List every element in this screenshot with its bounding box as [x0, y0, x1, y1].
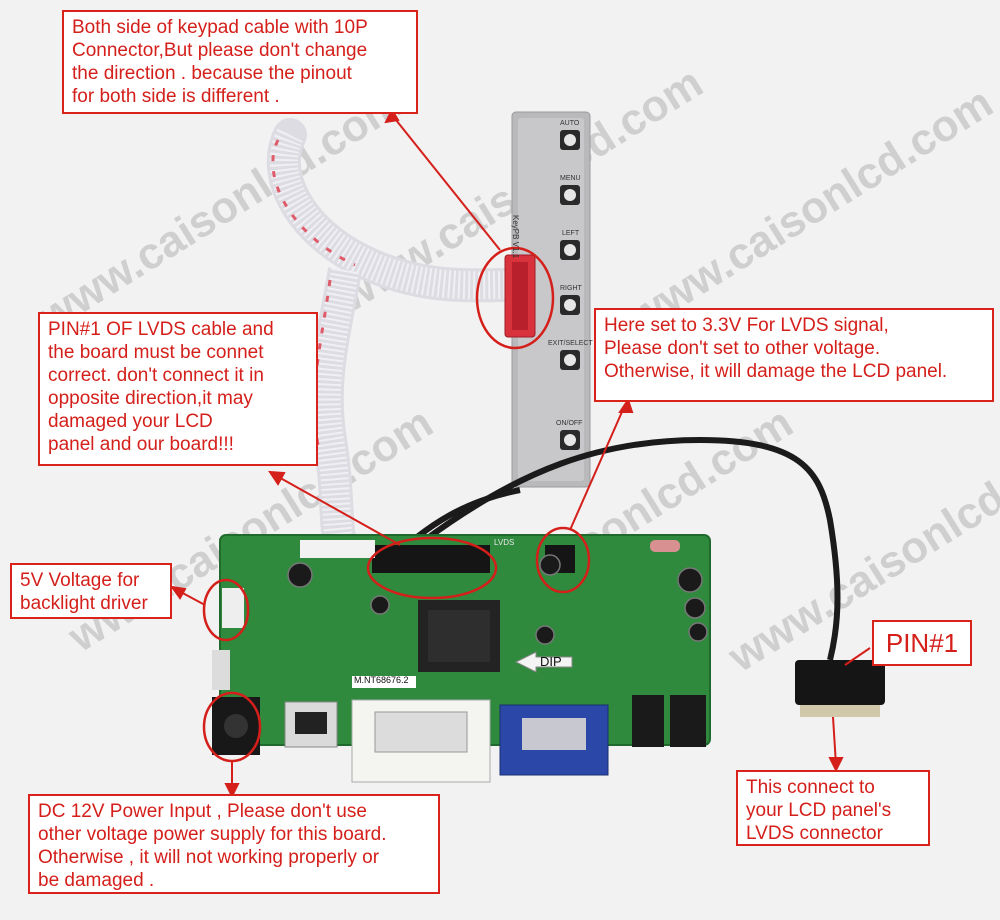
note-line: panel and our board!!! — [48, 434, 234, 455]
keypad-button-label: AUTO — [560, 120, 580, 127]
keypad-button-label: MENU — [560, 175, 581, 182]
lvds-ribbon-cable — [309, 267, 362, 549]
arrows — [169, 107, 871, 799]
note-line: backlight driver — [20, 593, 148, 614]
note-line: LVDS connector — [746, 823, 883, 844]
note-line: be damaged . — [38, 870, 155, 891]
lcd-connector — [795, 660, 885, 717]
note-line: Here set to 3.3V For LVDS signal, — [604, 315, 889, 336]
keypad-button-label: ON/OFF — [556, 420, 583, 427]
note-line: Otherwise , it will not working properly… — [38, 847, 380, 868]
lvds-pin1-note: PIN#1 OF LVDS cable and the board must b… — [38, 312, 318, 466]
note-line: Please don't set to other voltage. — [604, 338, 881, 359]
keypad-button-label: EXIT/SELECT — [548, 340, 593, 347]
pin1-tag: PIN#1 — [872, 620, 972, 666]
note-line: your LCD panel's — [746, 800, 892, 821]
note-line: the board must be connet — [48, 342, 264, 363]
note-line: damaged your LCD — [48, 411, 213, 432]
lvds-silkscreen: LVDS — [494, 538, 515, 547]
model-label: M.NT68676.2 — [354, 675, 409, 685]
note-line: 5V Voltage for — [20, 570, 140, 591]
note-line: for both side is different . — [72, 86, 280, 107]
note-line: PIN#1 OF LVDS cable and — [48, 319, 274, 340]
keypad-board-name: KeyPB V1.1 — [511, 215, 520, 259]
keypad-board — [504, 111, 591, 488]
note-line: the direction . because the pinout — [72, 63, 352, 84]
note-line: Connector,But please don't change — [72, 40, 368, 61]
note-line: This connect to — [746, 777, 875, 798]
voltage-3v3-note: Here set to 3.3V For LVDS signal, Please… — [594, 308, 994, 402]
note-line: other voltage power supply for this boar… — [38, 824, 387, 845]
note-line: Both side of keypad cable with 10P — [72, 17, 368, 38]
highlight-circles — [202, 246, 591, 763]
note-line: DC 12V Power Input , Please don't use — [38, 801, 367, 822]
backlight-5v-note: 5V Voltage for backlight driver — [10, 563, 172, 619]
note-line: correct. don't connect it in — [48, 365, 264, 386]
keypad-button-label: LEFT — [562, 230, 580, 237]
dip-label: DIP — [540, 654, 562, 669]
keypad-cable-note: Both side of keypad cable with 10P Conne… — [62, 10, 418, 114]
main-board — [212, 534, 711, 783]
lcd-connect-note: This connect to your LCD panel's LVDS co… — [736, 770, 930, 846]
keypad-ribbon-cable — [266, 118, 527, 303]
keypad-button-label: RIGHT — [560, 285, 582, 292]
note-line: Otherwise, it will damage the LCD panel. — [604, 361, 948, 382]
dc-power-note: DC 12V Power Input , Please don't use ot… — [28, 794, 440, 894]
note-line: opposite direction,it may — [48, 388, 253, 409]
